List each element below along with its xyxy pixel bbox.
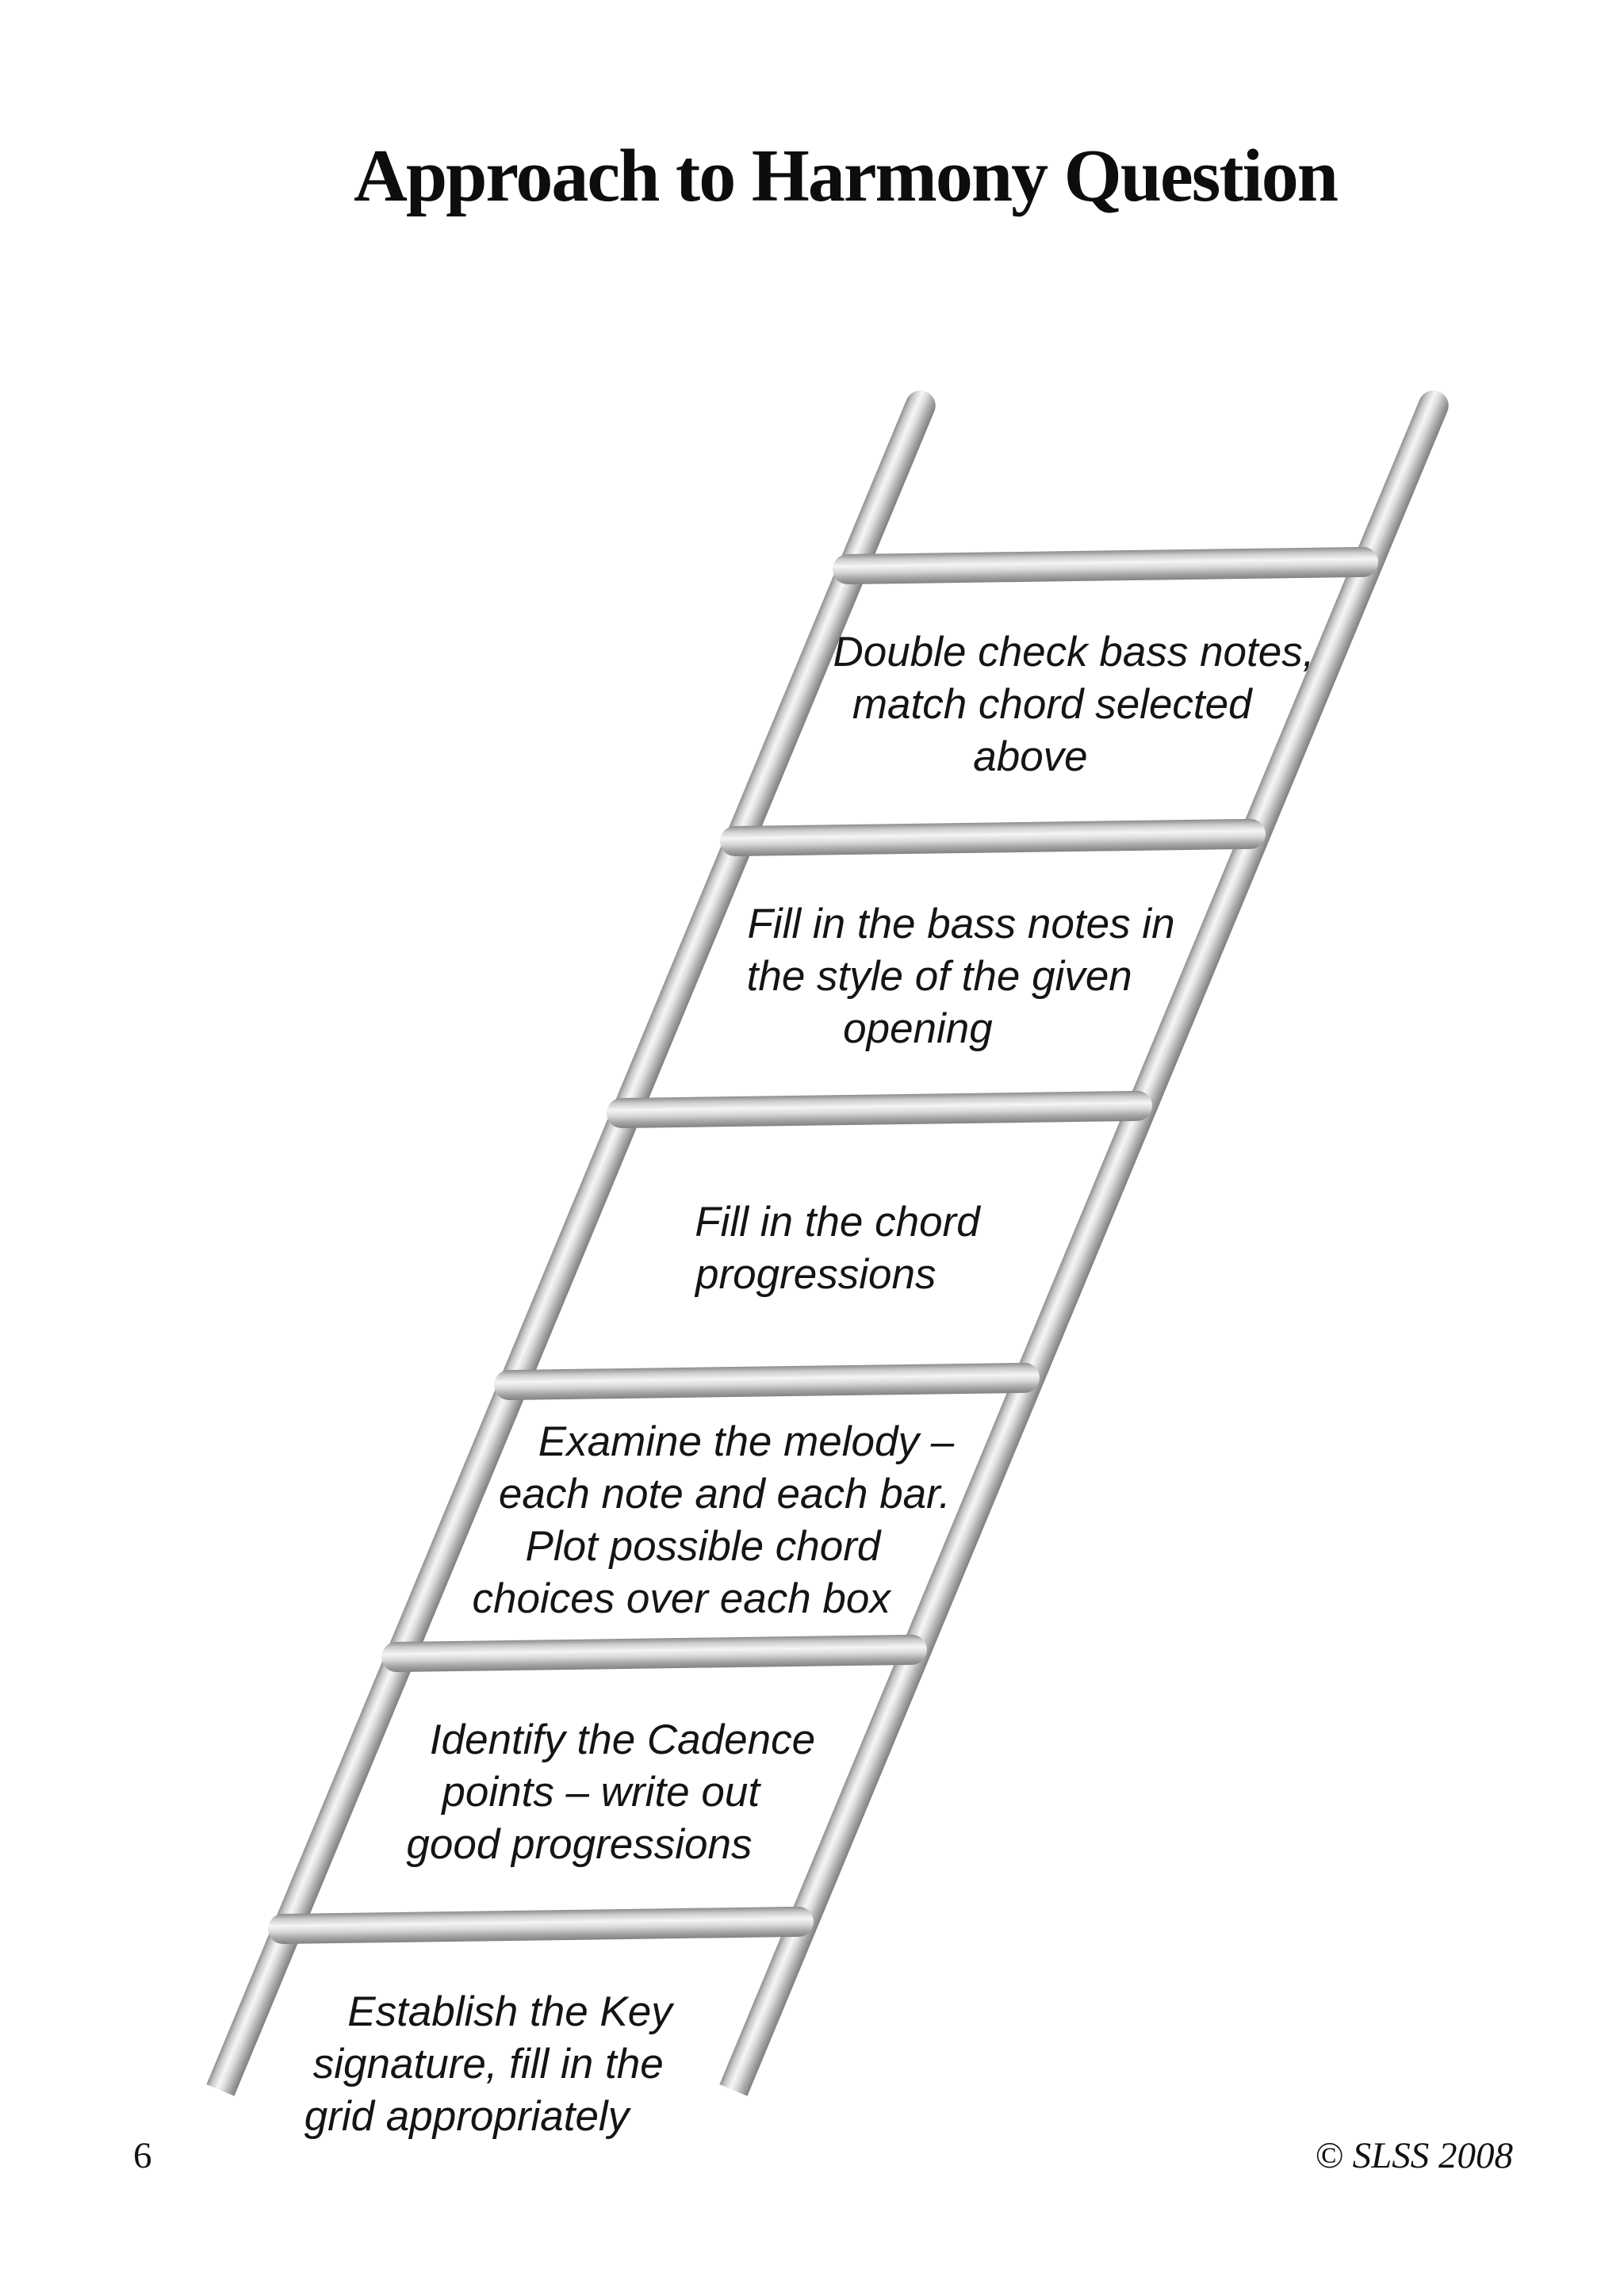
- step-text-line: opening: [843, 1005, 993, 1052]
- step-text-line: the style of the given: [746, 953, 1132, 1000]
- step-text-line: grid appropriately: [304, 2093, 630, 2140]
- ladder-rung-shape: [267, 1906, 814, 1945]
- ladder-rung-shape: [493, 1362, 1040, 1401]
- step-text-line: Fill in the bass notes in: [747, 901, 1175, 947]
- page-title: Approach to Harmony Question: [353, 135, 1339, 217]
- step-text-line: Examine the melody –: [538, 1418, 955, 1465]
- step-text-line: Plot possible chord: [525, 1523, 881, 1570]
- copyright-notice: © SLSS 2008: [1315, 2135, 1513, 2176]
- step-text-line: signature, fill in the: [312, 2041, 664, 2087]
- ladder-rung-shape: [832, 546, 1379, 585]
- step-text-line: each note and each bar.: [498, 1471, 951, 1517]
- step-text-line: choices over each box: [472, 1575, 891, 1622]
- step-text-line: Establish the Key: [347, 1988, 672, 2035]
- step-text-line: Identify the Cadence: [429, 1716, 816, 1763]
- step-text-line: good progressions: [406, 1821, 753, 1868]
- step-text-line: Fill in the chord: [695, 1199, 980, 1246]
- step-text-line: points – write out: [442, 1769, 760, 1816]
- ladder-rung-shape: [381, 1634, 928, 1673]
- step-text-line: progressions: [695, 1251, 936, 1298]
- step-text-line: above: [973, 733, 1088, 780]
- page-number: 6: [133, 2135, 152, 2176]
- step-text-line: match chord selected: [852, 681, 1252, 728]
- ladder-rung-shape: [719, 818, 1266, 857]
- step-text-line: Double check bass notes,: [833, 629, 1315, 675]
- ladder-rung-shape: [606, 1090, 1153, 1129]
